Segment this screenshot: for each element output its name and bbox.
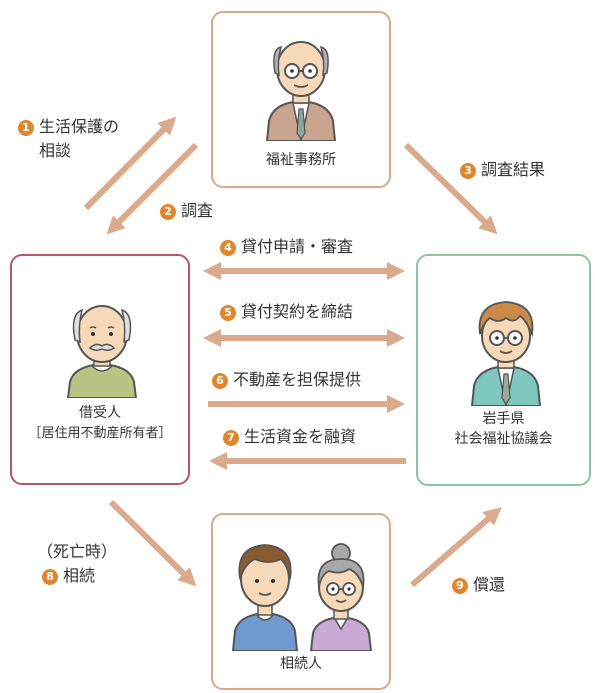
step-6-text: 不動産を担保提供 [233, 370, 362, 389]
arrow-inherit [108, 499, 197, 587]
step-4-badge: 4 [220, 240, 236, 256]
borrower-sublabel: ［居住用不動産所有者］ [28, 426, 172, 441]
arrow-consult [83, 116, 177, 211]
step-7-label: 7 生活資金を融資 [223, 426, 356, 448]
step-7-badge: 7 [223, 430, 239, 446]
welfare-office-node: 福祉事務所 [211, 11, 391, 188]
step-3-label: 3 調査結果 [460, 159, 545, 181]
step-8-text: 相続 [63, 566, 96, 585]
step-8-prefix: （死亡時） [37, 542, 118, 561]
step-3-badge: 3 [460, 163, 476, 179]
office-label: 福祉事務所 [266, 152, 336, 168]
step-6-badge: 6 [212, 373, 228, 389]
step-1-text-line2: 相談 [39, 141, 72, 160]
arrow-repay [410, 507, 502, 588]
step-7-text: 生活資金を融資 [244, 427, 357, 446]
step-9-text: 償還 [473, 575, 506, 594]
arrow-survey [106, 142, 199, 235]
heirs-illustration [231, 543, 373, 651]
council-label-line1: 岩手県 [482, 411, 525, 427]
council-label-line2: 社会福祉協議会 [454, 431, 553, 447]
step-8-label: 8 相続 [42, 565, 95, 587]
step-5-badge: 5 [220, 305, 236, 321]
step-1-badge: 1 [18, 120, 34, 136]
step-2-badge: 2 [160, 204, 176, 220]
step-4-text: 貸付申請・審査 [241, 237, 354, 256]
step-6-label: 6 不動産を担保提供 [212, 369, 361, 391]
step-9-label: 9 償還 [452, 574, 505, 596]
step-9-badge: 9 [452, 578, 468, 594]
staff-illustration [470, 301, 542, 406]
step-1-label: 1 生活保護の [18, 116, 119, 138]
step-1-text-line1: 生活保護の [39, 117, 120, 136]
borrower-node: 借受人 ［居住用不動産所有者］ [10, 254, 190, 485]
step-2-text: 調査 [181, 201, 214, 220]
arrow-survey-result [403, 142, 498, 235]
step-8-badge: 8 [42, 569, 58, 585]
heirs-node: 相続人 [211, 513, 391, 690]
borrower-label: 借受人 [79, 405, 121, 421]
step-4-label: 4 貸付申請・審査 [220, 236, 353, 258]
step-3-text: 調査結果 [481, 160, 546, 179]
step-5-label: 5 貸付契約を締結 [220, 301, 353, 323]
elderly-man-illustration [66, 305, 138, 398]
step-2-label: 2 調査 [160, 200, 213, 222]
official-illustration [265, 41, 337, 141]
step-5-text: 貸付契約を締結 [241, 302, 354, 321]
council-node: 岩手県 社会福祉協議会 [416, 254, 591, 486]
heirs-label: 相続人 [280, 656, 322, 672]
